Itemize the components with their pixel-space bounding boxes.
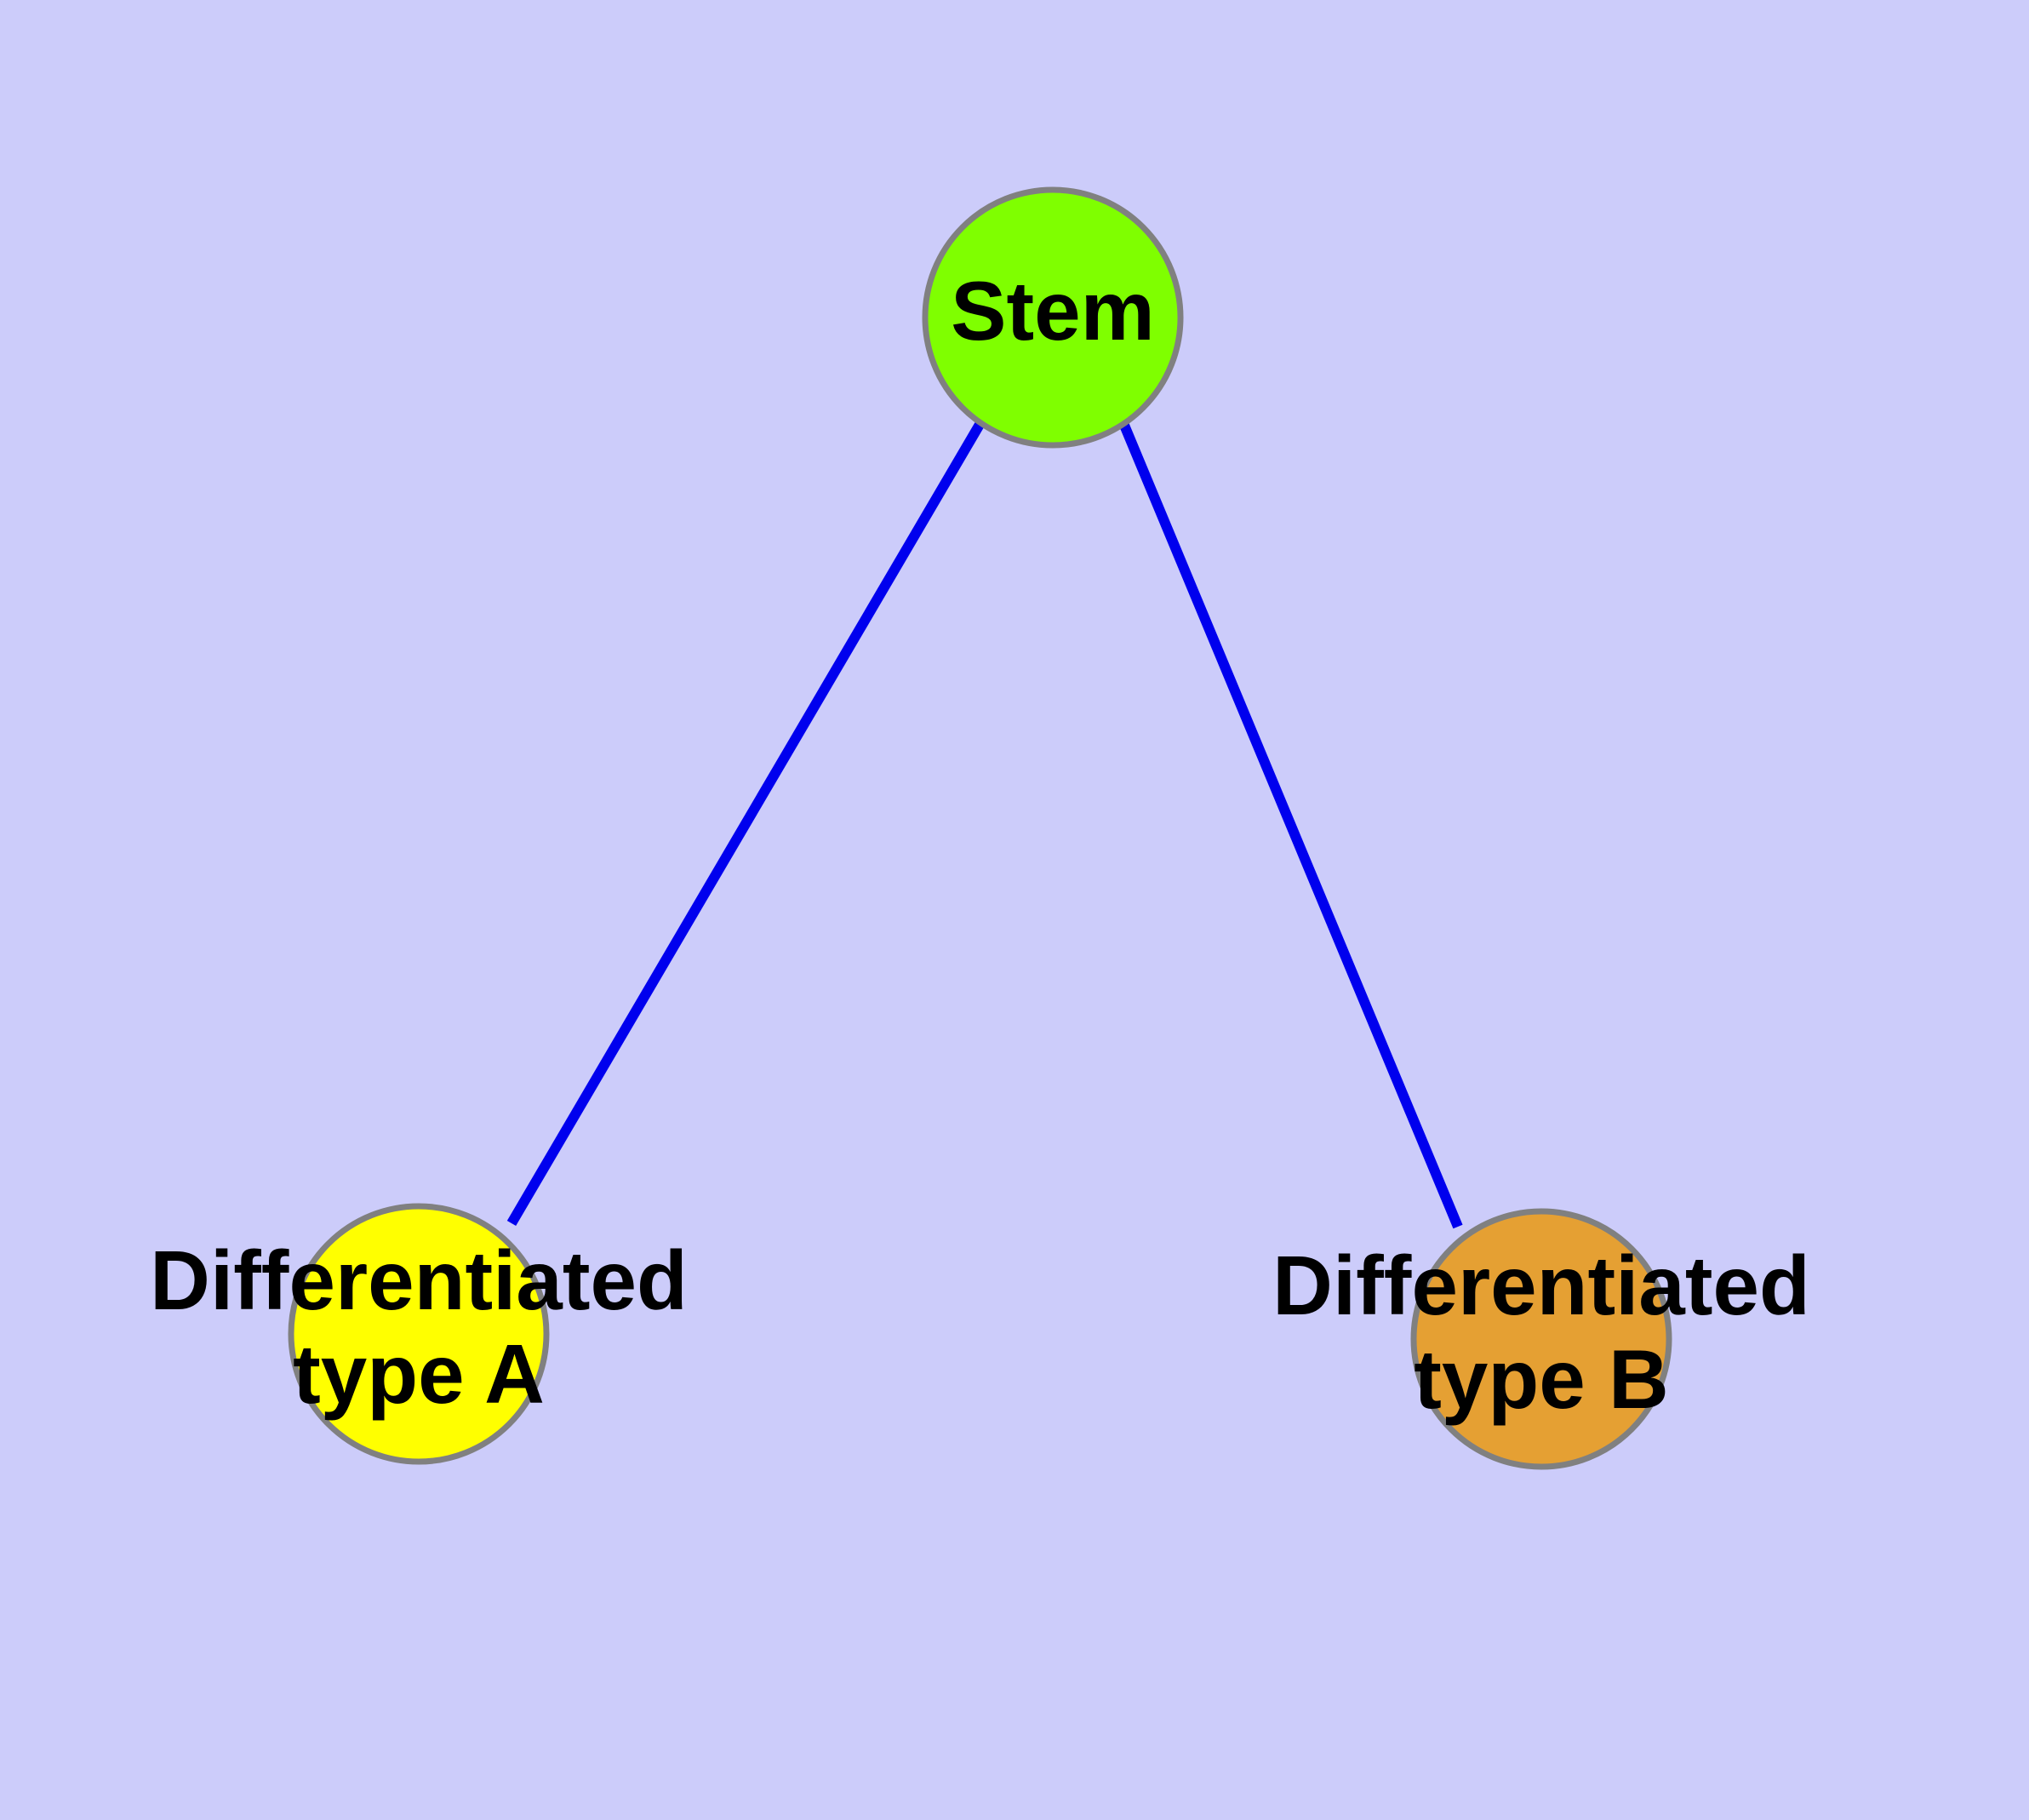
edge-stem-to-diff_a[interactable] bbox=[506, 420, 986, 1227]
node-label-line: Stem bbox=[951, 264, 1155, 358]
edge-stem-to-diff_b[interactable] bbox=[1118, 421, 1463, 1229]
node-circle-diff_a[interactable] bbox=[288, 1203, 550, 1465]
node-label-stem: Stem bbox=[951, 264, 1155, 358]
node-label-line: Differentiated bbox=[150, 1233, 688, 1327]
node-circle-diff_b[interactable] bbox=[1410, 1208, 1672, 1470]
node-label-line: type A bbox=[293, 1327, 545, 1421]
node-circle-stem[interactable] bbox=[922, 186, 1184, 449]
node-label-line: type B bbox=[1414, 1332, 1669, 1426]
node-stem[interactable]: Stem bbox=[922, 186, 1184, 449]
node-label-line: Differentiated bbox=[1272, 1239, 1810, 1332]
edges-layer bbox=[506, 420, 1463, 1229]
